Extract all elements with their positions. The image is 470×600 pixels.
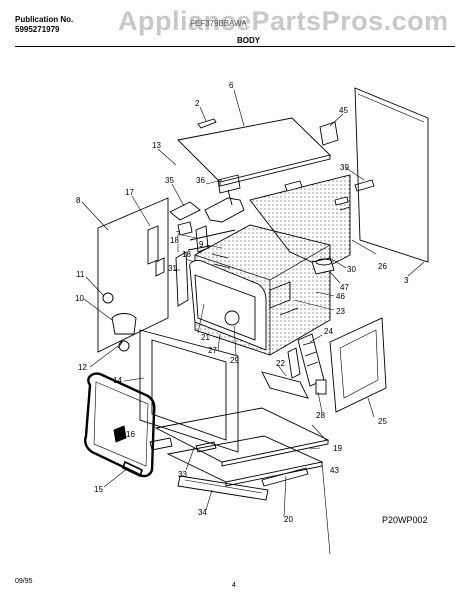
footer-date: 09/95 xyxy=(15,578,33,585)
callout-label: 10 xyxy=(75,294,84,303)
callout-label: 46 xyxy=(336,292,345,301)
callout-label: 17 xyxy=(125,188,134,197)
callout-label: 30 xyxy=(347,265,356,274)
bottom-panel xyxy=(154,407,330,463)
callout-label: 8 xyxy=(76,196,81,205)
publication-label: Publication No. xyxy=(15,15,74,24)
callout-label: 18 xyxy=(170,236,179,245)
callout-label: 29 xyxy=(230,356,239,365)
callout-label: 18 xyxy=(182,250,191,259)
callout-label: 35 xyxy=(165,176,174,185)
rear-bracket xyxy=(319,121,339,146)
callout-label: 45 xyxy=(339,106,348,115)
bracket-part xyxy=(197,118,217,129)
oven-opening xyxy=(189,259,267,351)
diagram-code: P20WP002 xyxy=(382,515,428,525)
kick-panel xyxy=(177,475,269,501)
side-bracket xyxy=(297,333,325,387)
door-gasket xyxy=(84,372,156,478)
callout-label: 19 xyxy=(333,444,342,453)
callout-label: 6 xyxy=(229,81,234,90)
callout-label: 22 xyxy=(276,359,285,368)
callout-label: 14 xyxy=(113,376,122,385)
publication-number: 5995271979 xyxy=(15,25,60,34)
vent-duct xyxy=(204,197,245,223)
section-title: BODY xyxy=(237,36,261,45)
callout-label: 15 xyxy=(94,485,103,494)
callout-label: 2 xyxy=(195,99,200,108)
header-rule xyxy=(15,46,455,47)
drawer-panel xyxy=(166,435,324,483)
oven-light xyxy=(224,310,240,326)
callout-label: 43 xyxy=(330,466,339,475)
callout-label: 26 xyxy=(378,262,387,271)
callout-label: 16 xyxy=(126,430,135,439)
drawer-rail xyxy=(261,467,309,487)
callout-label: 39 xyxy=(340,163,349,172)
callout-label: 28 xyxy=(316,411,325,420)
callout-label: 23 xyxy=(336,307,345,316)
callout-label: 33 xyxy=(178,470,187,479)
page-number: 4 xyxy=(232,582,236,589)
callout-label: 12 xyxy=(78,363,87,372)
side-panel xyxy=(97,197,169,353)
callout-label: 31 xyxy=(168,264,177,273)
callout-label: 47 xyxy=(340,283,349,292)
callout-label: 3 xyxy=(404,276,409,285)
callout-label: 7 xyxy=(176,230,181,239)
callout-label: 9 xyxy=(199,240,204,249)
right-panel xyxy=(329,317,387,413)
watermark: AppliancePartsPros.com xyxy=(118,6,449,36)
callout-label: 20 xyxy=(284,515,293,524)
rear-panel xyxy=(354,87,429,263)
callout-label: 36 xyxy=(196,176,205,185)
callout-label: 11 xyxy=(76,270,85,279)
callout-label: 13 xyxy=(152,141,161,150)
model-number: FEF379BBAWA xyxy=(190,19,247,28)
callout-label: 24 xyxy=(324,327,333,336)
door-frame xyxy=(139,329,239,453)
callout-label: 25 xyxy=(378,417,387,426)
callout-label: 34 xyxy=(198,508,207,517)
callout-label: 27 xyxy=(208,346,217,355)
callout-label: 21 xyxy=(201,333,210,342)
